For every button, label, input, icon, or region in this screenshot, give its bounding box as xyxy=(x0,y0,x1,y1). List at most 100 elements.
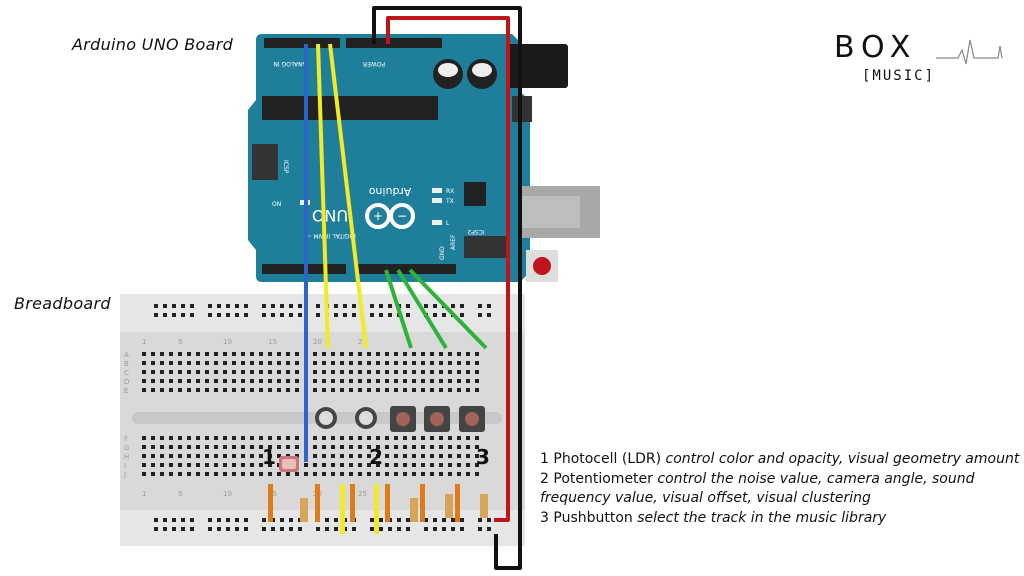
board-digital: DIGITAL (PWM ~) xyxy=(304,232,356,239)
breadboard-hole xyxy=(412,370,416,374)
breadboard-hole xyxy=(160,436,164,440)
breadboard-hole xyxy=(349,445,353,449)
breadboard-hole xyxy=(259,436,263,440)
breadboard-hole xyxy=(178,352,182,356)
breadboard-hole xyxy=(376,379,380,383)
breadboard-hole xyxy=(271,313,275,317)
breadboard-hole xyxy=(457,472,461,476)
breadboard-hole xyxy=(295,370,299,374)
breadboard-hole xyxy=(277,472,281,476)
breadboard-hole xyxy=(232,352,236,356)
breadboard-hole xyxy=(181,518,185,522)
breadboard-hole xyxy=(205,388,209,392)
breadboard-hole xyxy=(268,379,272,383)
wires xyxy=(304,6,522,570)
breadboard-hole xyxy=(268,454,272,458)
breadboard-hole xyxy=(412,472,416,476)
breadboard-hole xyxy=(460,518,464,522)
breadboard-hole xyxy=(457,445,461,449)
breadboard-hole xyxy=(340,454,344,458)
breadboard-hole xyxy=(187,445,191,449)
breadboard-hole xyxy=(322,361,326,365)
breadboard-hole xyxy=(376,445,380,449)
breadboard-hole xyxy=(340,445,344,449)
breadboard-hole xyxy=(424,518,428,522)
breadboard-hole xyxy=(460,304,464,308)
breadboard-hole xyxy=(331,463,335,467)
breadboard-hole xyxy=(376,361,380,365)
breadboard-hole xyxy=(322,379,326,383)
breadboard-hole xyxy=(340,370,344,374)
breadboard-hole xyxy=(286,379,290,383)
breadboard-hole xyxy=(295,361,299,365)
breadboard-hole xyxy=(313,352,317,356)
breadboard-hole xyxy=(232,436,236,440)
breadboard-hole xyxy=(379,313,383,317)
breadboard-hole xyxy=(205,379,209,383)
breadboard-hole xyxy=(466,463,470,467)
breadboard-hole xyxy=(439,436,443,440)
svg-text:+: + xyxy=(373,209,383,223)
breadboard-hole xyxy=(421,472,425,476)
breadboard-hole xyxy=(295,472,299,476)
breadboard-hole xyxy=(277,445,281,449)
board-rx: RX xyxy=(446,188,454,195)
breadboard-hole xyxy=(331,370,335,374)
breadboard-hole xyxy=(208,313,212,317)
breadboard-hole xyxy=(160,472,164,476)
breadboard-hole xyxy=(262,527,266,531)
wire-yellow-2 xyxy=(328,43,368,349)
breadboard-hole xyxy=(385,379,389,383)
breadboard-hole xyxy=(430,436,434,440)
breadboard-hole xyxy=(259,352,263,356)
breadboard-hole xyxy=(487,313,491,317)
breadboard-hole xyxy=(430,370,434,374)
breadboard-hole xyxy=(268,463,272,467)
breadboard-hole xyxy=(475,388,479,392)
wire-black xyxy=(372,6,522,570)
breadboard-hole xyxy=(349,463,353,467)
breadboard-hole xyxy=(214,463,218,467)
breadboard-hole xyxy=(466,472,470,476)
breadboard-hole xyxy=(250,463,254,467)
breadboard-hole xyxy=(241,454,245,458)
breadboard-hole xyxy=(352,313,356,317)
breadboard-hole xyxy=(448,361,452,365)
breadboard-hole xyxy=(280,518,284,522)
breadboard-hole xyxy=(250,472,254,476)
breadboard-hole xyxy=(178,463,182,467)
breadboard-hole xyxy=(424,304,428,308)
breadboard-hole xyxy=(475,352,479,356)
breadboard-hole xyxy=(349,361,353,365)
breadboard-hole xyxy=(262,313,266,317)
breadboard-hole xyxy=(430,388,434,392)
breadboard-hole xyxy=(349,472,353,476)
breadboard-hole xyxy=(340,379,344,383)
breadboard-hole xyxy=(394,436,398,440)
breadboard-hole xyxy=(226,518,230,522)
breadboard-hole xyxy=(304,463,308,467)
breadboard-hole xyxy=(262,518,266,522)
breadboard-hole xyxy=(331,445,335,449)
breadboard-hole xyxy=(214,352,218,356)
breadboard-hole xyxy=(343,304,347,308)
breadboard-hole xyxy=(457,463,461,467)
breadboard-hole xyxy=(169,361,173,365)
breadboard-hole xyxy=(142,436,146,440)
board-icsp: ICSP xyxy=(282,160,289,174)
breadboard-label: Breadboard xyxy=(14,294,111,313)
breadboard-hole xyxy=(295,352,299,356)
breadboard-hole xyxy=(358,445,362,449)
breadboard-hole xyxy=(466,379,470,383)
breadboard-hole xyxy=(475,436,479,440)
breadboard-hole xyxy=(430,472,434,476)
breadboard-hole xyxy=(367,370,371,374)
breadboard-hole xyxy=(313,454,317,458)
heartbeat-icon xyxy=(936,39,1003,65)
breadboard-hole xyxy=(475,463,479,467)
breadboard-hole xyxy=(235,304,239,308)
breadboard-hole xyxy=(214,388,218,392)
breadboard-hole xyxy=(412,379,416,383)
breadboard-hole xyxy=(421,454,425,458)
breadboard-hole xyxy=(262,304,266,308)
